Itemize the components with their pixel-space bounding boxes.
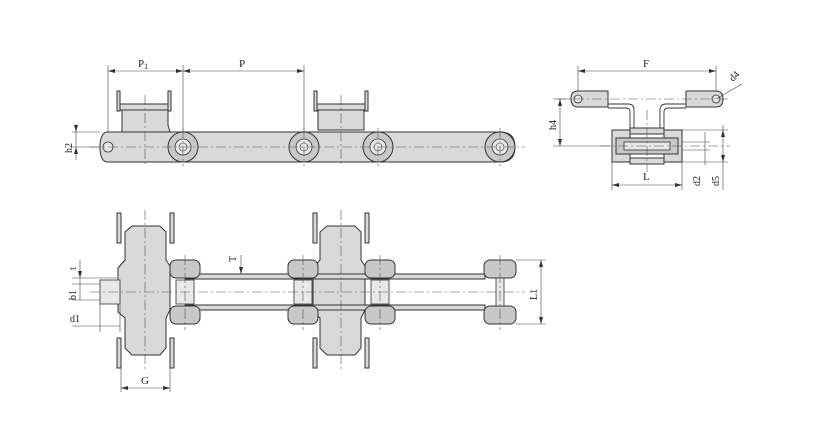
label-t-lower: t [68, 267, 79, 270]
label-l1: L1 [529, 289, 540, 300]
label-h4: h4 [548, 120, 559, 130]
label-t-upper: T [228, 256, 239, 262]
top-view [72, 210, 546, 392]
label-b1: b1 [68, 290, 79, 300]
label-d4: d4 [727, 69, 742, 84]
label-d1: d1 [70, 314, 80, 325]
label-g: G [141, 375, 149, 387]
label-p: P [239, 58, 245, 70]
end-view [553, 66, 743, 190]
label-h2: h2 [64, 143, 75, 153]
label-f: F [643, 58, 649, 70]
label-d5: d5 [711, 176, 722, 186]
label-p1: P1 [138, 58, 148, 71]
side-view [72, 65, 525, 166]
label-d2: d2 [692, 176, 703, 186]
label-l: L [643, 171, 650, 183]
